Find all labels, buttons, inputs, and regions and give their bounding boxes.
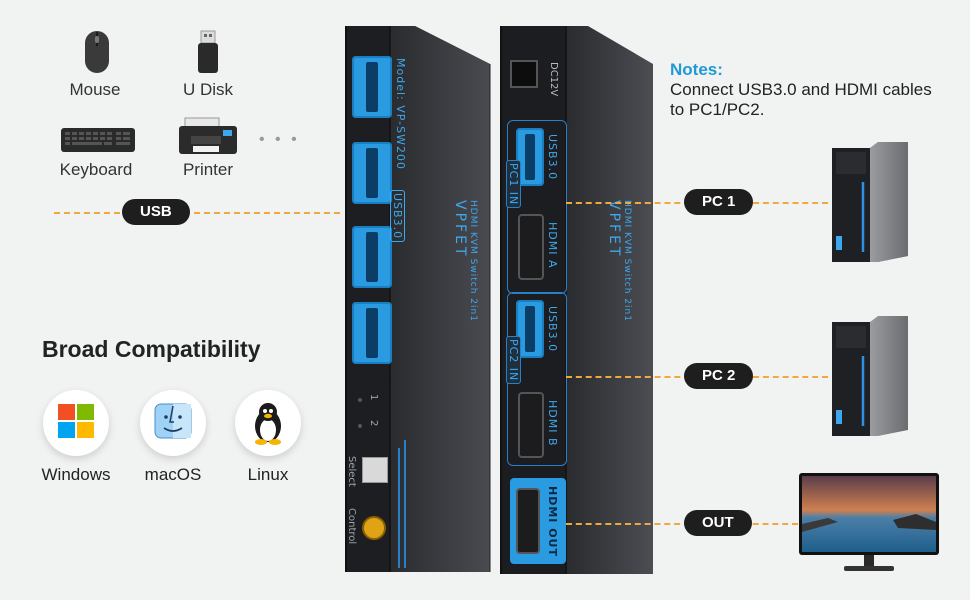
pc2-tower-icon — [832, 316, 908, 436]
keyboard-label: Keyboard — [59, 160, 133, 179]
tux-penguin-icon — [255, 403, 281, 445]
back-brand-logo: VPFET — [606, 200, 622, 259]
front-brand-logo: VPFET — [452, 200, 468, 259]
dc-power-jack[interactable] — [510, 60, 538, 88]
hdmi-b-label: HDMI B — [546, 400, 559, 447]
usb-drive-icon — [198, 30, 218, 73]
pc1-tower-icon — [832, 142, 908, 262]
notes-title: Notes: — [670, 60, 723, 79]
windows-icon — [58, 404, 94, 438]
pc1-pill: PC 1 — [684, 189, 754, 215]
usb-port-2[interactable] — [352, 142, 392, 204]
linux-os-badge — [235, 390, 301, 456]
monitor-icon — [799, 473, 939, 571]
out-pill: OUT — [684, 510, 752, 536]
windows-label: Windows — [41, 465, 111, 484]
mouse-icon — [85, 31, 109, 73]
macos-os-badge — [140, 390, 206, 456]
pc2-pill: PC 2 — [684, 363, 754, 389]
front-product-line: HDMI KVM Switch 2in1 — [468, 200, 478, 322]
usb-port-1[interactable] — [352, 56, 392, 118]
model-label: Model: VP-SW200 — [394, 58, 407, 170]
control-label: Control — [346, 508, 357, 545]
more-devices-dots: • • • — [259, 131, 300, 148]
notes-line-2: to PC1/PC2. — [670, 100, 765, 119]
led-1-indicator — [358, 398, 362, 402]
finder-icon — [154, 403, 192, 439]
keyboard-icon — [61, 128, 135, 152]
hdmi-out-port[interactable] — [516, 488, 540, 554]
back-product-line: HDMI KVM Switch 2in1 — [622, 200, 632, 322]
select-label: Select — [346, 456, 357, 487]
hdmi-a-label: HDMI A — [546, 222, 559, 269]
hdmi-a-port[interactable] — [518, 214, 544, 280]
usb3-badge: USB3.0 — [390, 190, 405, 243]
usb-pill: USB — [122, 199, 190, 225]
macos-label: macOS — [144, 465, 202, 484]
udisk-label: U Disk — [182, 80, 234, 99]
select-button[interactable] — [362, 457, 388, 483]
printer-label: Printer — [182, 160, 234, 179]
control-port[interactable] — [362, 516, 386, 540]
pc1-usb-label: USB3.0 — [546, 134, 559, 181]
linux-label: Linux — [247, 465, 289, 484]
printer-icon — [179, 117, 237, 154]
led-2-label: 2 — [368, 420, 379, 427]
led-1-label: 1 — [368, 394, 379, 401]
compatibility-title: Broad Compatibility — [42, 336, 261, 362]
hdmi-out-panel — [510, 478, 566, 564]
usb-port-4[interactable] — [352, 302, 392, 364]
dc12v-label: DC12V — [548, 62, 559, 97]
windows-os-badge — [43, 390, 109, 456]
hdmi-out-label: HDMI OUT — [546, 486, 559, 557]
notes-line-1: Connect USB3.0 and HDMI cables — [670, 80, 932, 99]
mouse-label: Mouse — [69, 80, 121, 99]
led-2-indicator — [358, 424, 362, 428]
usb-connection-line — [54, 212, 340, 214]
hdmi-b-port[interactable] — [518, 392, 544, 458]
pc2-in-label: PC2 IN — [506, 336, 521, 385]
pc2-usb-label: USB3.0 — [546, 306, 559, 353]
usb-port-3[interactable] — [352, 226, 392, 288]
out-connection-line — [566, 523, 798, 525]
pc1-in-label: PC1 IN — [506, 160, 521, 209]
